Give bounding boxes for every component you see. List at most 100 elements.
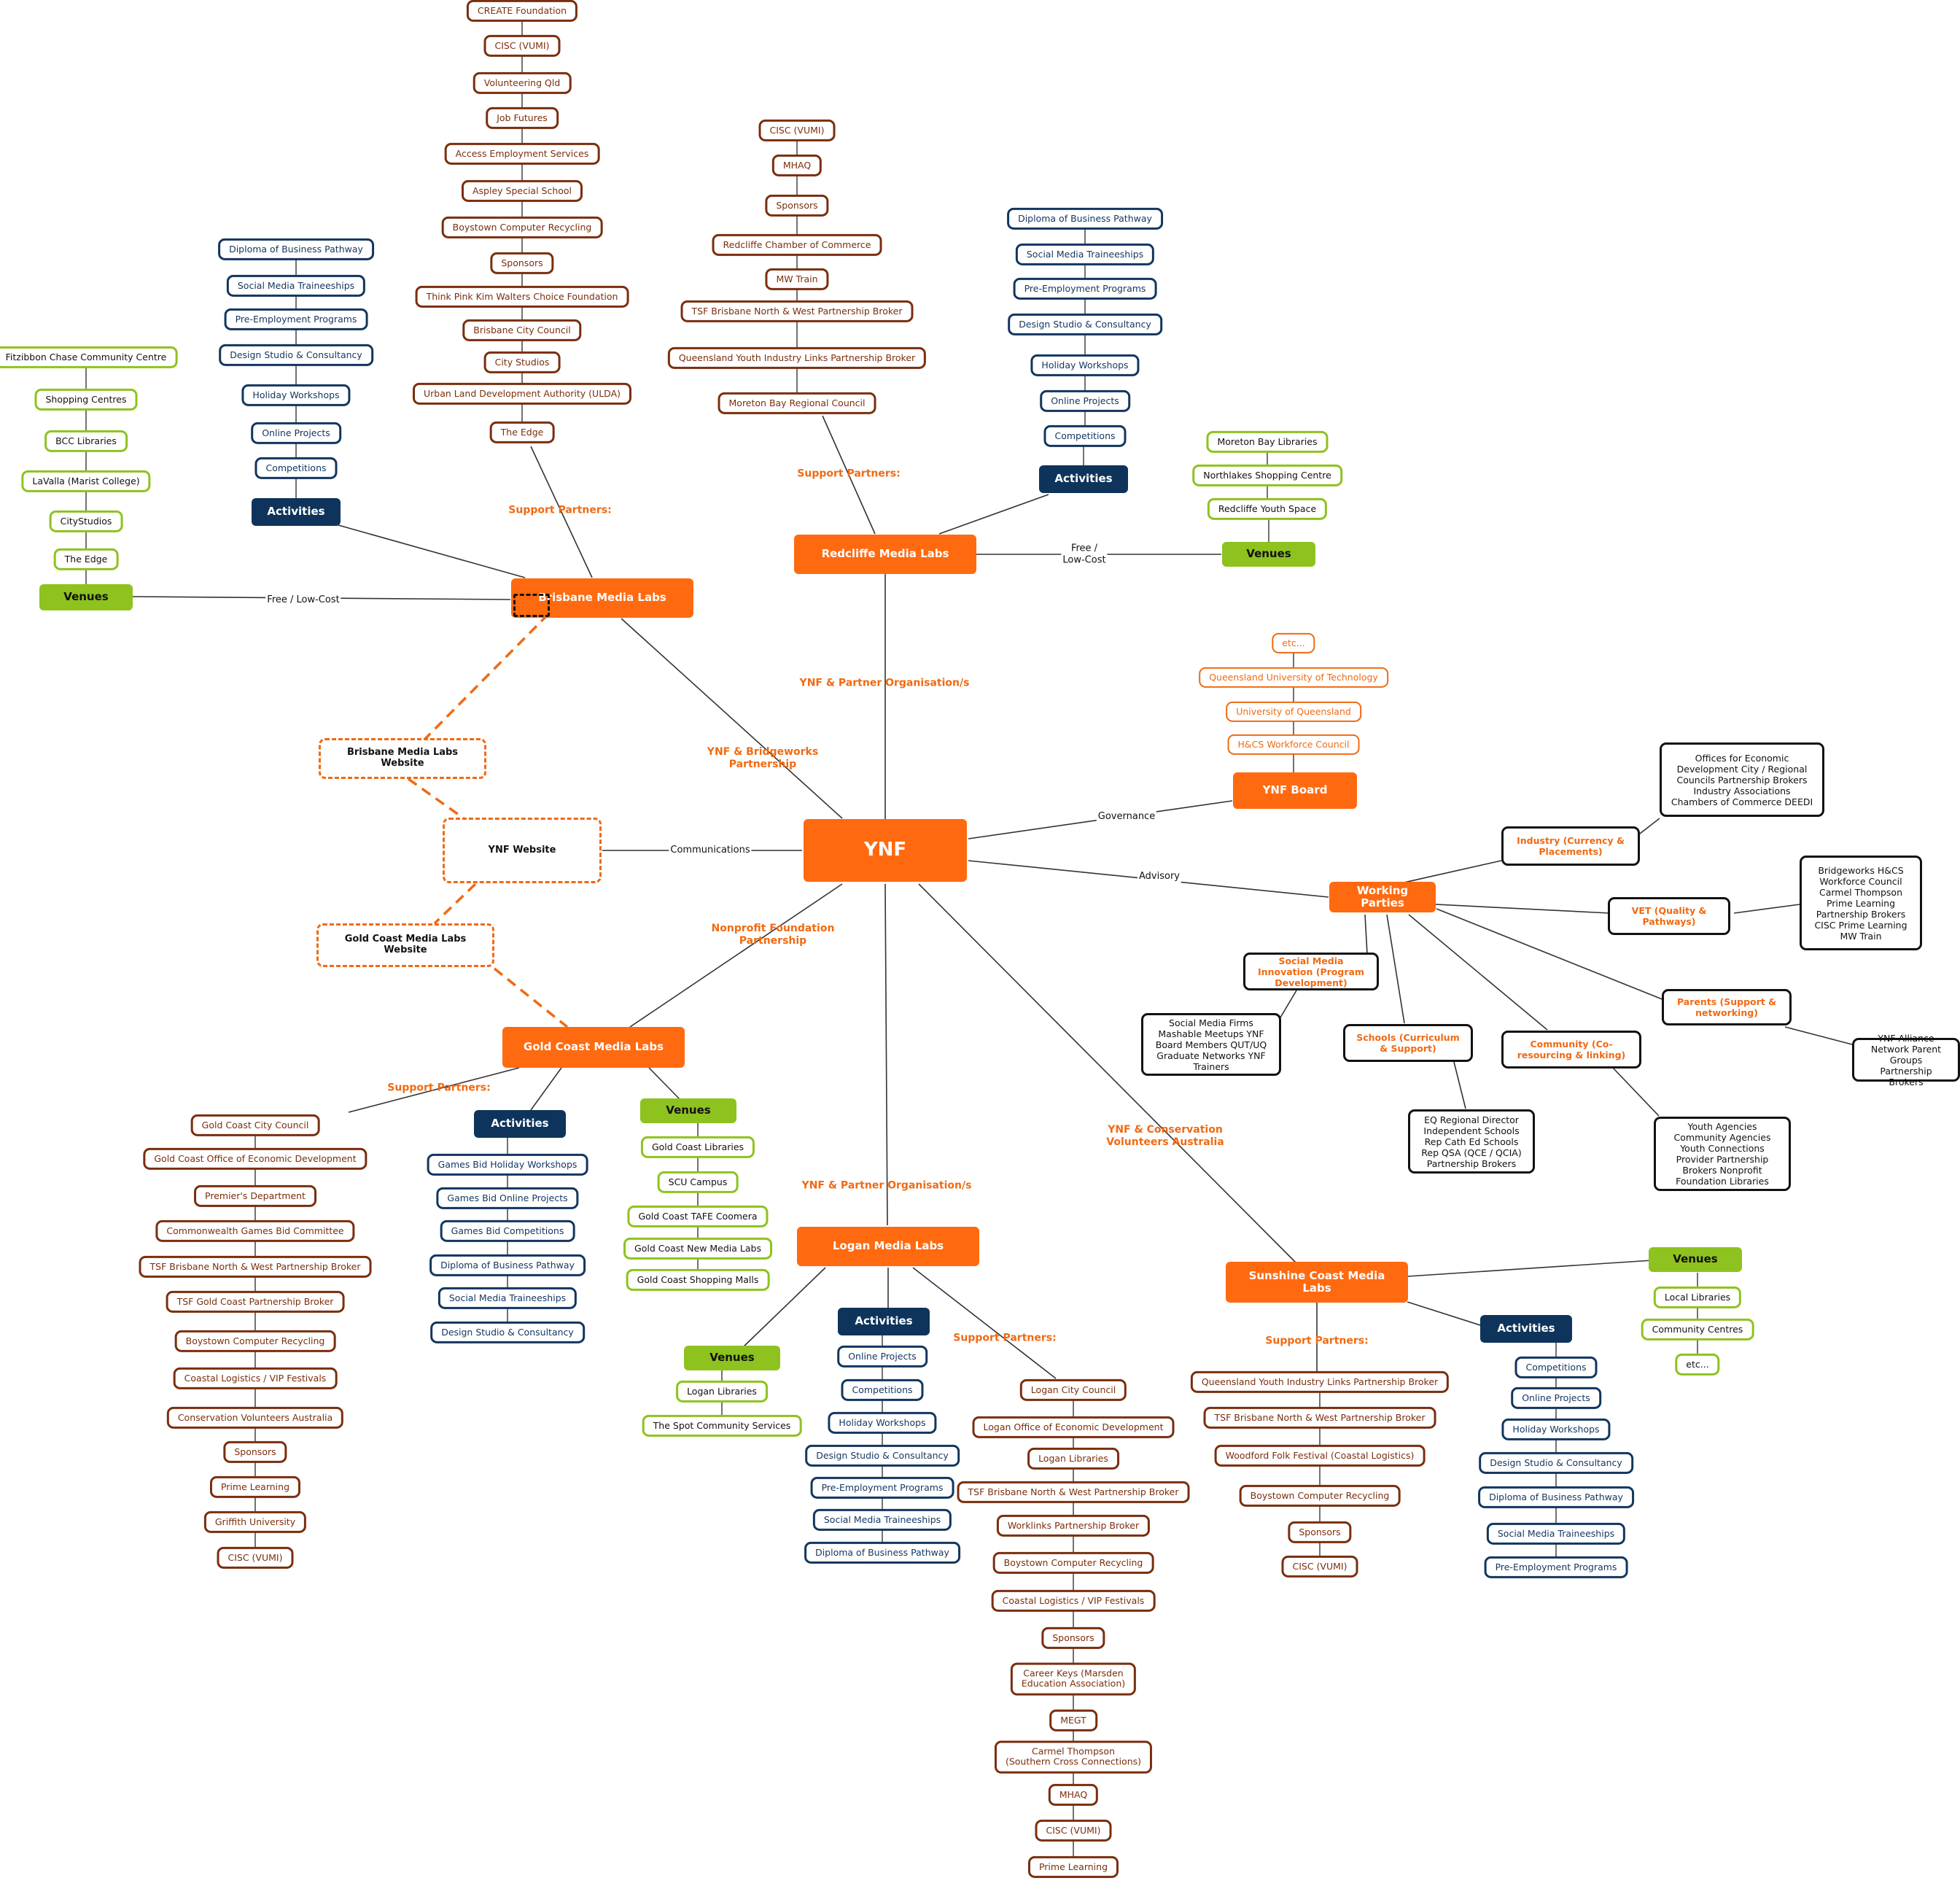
- goldcoast-venue-scu-campus[interactable]: SCU Campus: [657, 1171, 739, 1194]
- brisbane-activity-pre-employment-programs[interactable]: Pre-Employment Programs: [224, 308, 368, 331]
- brisbane-media-labs-hub[interactable]: Brisbane Media Labs: [511, 578, 693, 618]
- redcliffe-activity-pre-employment-programs[interactable]: Pre-Employment Programs: [1013, 277, 1157, 300]
- vet-working-party[interactable]: VET (Quality & Pathways): [1608, 897, 1730, 935]
- logan-activity-design-studio-and-consultancy[interactable]: Design Studio & Consultancy: [805, 1444, 960, 1467]
- brisbane-venue-citystudios[interactable]: CityStudios: [49, 510, 123, 533]
- goldcoast-activity-social-media-traineeships[interactable]: Social Media Traineeships: [438, 1287, 578, 1310]
- logan-activity-holiday-workshops[interactable]: Holiday Workshops: [828, 1411, 937, 1435]
- goldcoast-venues-header[interactable]: Venues: [640, 1098, 736, 1123]
- logan-partner-coastal-logistics-vip-festivals[interactable]: Coastal Logistics / VIP Festivals: [991, 1589, 1156, 1613]
- redcliffe-venue-moreton-bay-libraries[interactable]: Moreton Bay Libraries: [1206, 430, 1329, 454]
- redcliffe-activity-online-projects[interactable]: Online Projects: [1040, 389, 1130, 413]
- sunshine-venue-local-libraries[interactable]: Local Libraries: [1653, 1286, 1742, 1309]
- logan-media-labs-hub[interactable]: Logan Media Labs: [797, 1227, 979, 1266]
- logan-partner-prime-learning[interactable]: Prime Learning: [1027, 1855, 1119, 1879]
- redcliffe-partner-cisc-vumi[interactable]: CISC (VUMI): [758, 119, 836, 142]
- sunshine-activities-header[interactable]: Activities: [1480, 1315, 1572, 1343]
- sunshine-partner-cisc-vumi[interactable]: CISC (VUMI): [1281, 1555, 1358, 1578]
- brisbane-activity-design-studio-and-consultancy[interactable]: Design Studio & Consultancy: [219, 344, 373, 367]
- sunshine-activity-holiday-workshops[interactable]: Holiday Workshops: [1501, 1418, 1611, 1441]
- goldcoast-partner-tsf-gold-coast-partnership-broker[interactable]: TSF Gold Coast Partnership Broker: [166, 1290, 345, 1314]
- redcliffe-venue-northlakes-shopping-centre[interactable]: Northlakes Shopping Centre: [1192, 464, 1342, 487]
- redcliffe-activity-social-media-traineeships[interactable]: Social Media Traineeships: [1015, 243, 1155, 266]
- brisbane-partner-urban-land-development-authority-ulda[interactable]: Urban Land Development Authority (ULDA): [412, 382, 632, 406]
- logan-partner-mhaq[interactable]: MHAQ: [1048, 1783, 1099, 1807]
- logan-activity-social-media-traineeships[interactable]: Social Media Traineeships: [812, 1508, 952, 1532]
- goldcoast-partner-conservation-volunteers-australia[interactable]: Conservation Volunteers Australia: [166, 1406, 344, 1430]
- redcliffe-partner-mw-train[interactable]: MW Train: [765, 268, 829, 291]
- goldcoast-partner-boystown-computer-recycling[interactable]: Boystown Computer Recycling: [174, 1330, 336, 1353]
- sunshine-activity-diploma-of-business-pathway[interactable]: Diploma of Business Pathway: [1478, 1486, 1634, 1509]
- logan-partner-carmel-thompson-southern-cross-connections[interactable]: Carmel Thompson (Southern Cross Connecti…: [994, 1740, 1153, 1774]
- sunshine-partner-queensland-youth-industry-links-partnership-broker[interactable]: Queensland Youth Industry Links Partners…: [1190, 1370, 1450, 1394]
- brisbane-partner-think-pink-kim-walters-choice-foundation[interactable]: Think Pink Kim Walters Choice Foundation: [415, 285, 629, 309]
- brisbane-partner-aspley-special-school[interactable]: Aspley Special School: [461, 179, 583, 203]
- brisbane-partner-volunteering-qld[interactable]: Volunteering Qld: [472, 71, 572, 95]
- brisbane-partner-create-foundation[interactable]: CREATE Foundation: [466, 0, 578, 23]
- goldcoast-partner-gold-coast-office-of-economic-development[interactable]: Gold Coast Office of Economic Developmen…: [143, 1147, 368, 1171]
- logan-partner-logan-city-council[interactable]: Logan City Council: [1019, 1378, 1127, 1402]
- logan-partner-cisc-vumi[interactable]: CISC (VUMI): [1035, 1819, 1112, 1842]
- goldcoast-partner-coastal-logistics-vip-festivals[interactable]: Coastal Logistics / VIP Festivals: [173, 1367, 338, 1390]
- brisbane-activity-diploma-of-business-pathway[interactable]: Diploma of Business Pathway: [218, 238, 374, 261]
- industry-working-party[interactable]: Industry (Currency & Placements): [1501, 826, 1640, 866]
- logan-partner-boystown-computer-recycling[interactable]: Boystown Computer Recycling: [992, 1551, 1154, 1575]
- goldcoast-partner-tsf-brisbane-north-and-west-partnership-broker[interactable]: TSF Brisbane North & West Partnership Br…: [139, 1255, 372, 1279]
- logan-partner-logan-libraries[interactable]: Logan Libraries: [1027, 1447, 1119, 1470]
- goldcoast-partner-griffith-university[interactable]: Griffith University: [203, 1510, 307, 1534]
- goldcoast-venue-gold-coast-new-media-labs[interactable]: Gold Coast New Media Labs: [623, 1237, 772, 1260]
- brisbane-venues-header[interactable]: Venues: [39, 584, 133, 610]
- goldcoast-partner-sponsors[interactable]: Sponsors: [223, 1440, 287, 1464]
- brisbane-venue-the-edge[interactable]: The Edge: [53, 548, 119, 571]
- sunshine-partner-tsf-brisbane-north-and-west-partnership-broker[interactable]: TSF Brisbane North & West Partnership Br…: [1203, 1406, 1436, 1430]
- redcliffe-partner-tsf-brisbane-north-and-west-partnership-broker[interactable]: TSF Brisbane North & West Partnership Br…: [680, 300, 914, 323]
- sunshine-partner-sponsors[interactable]: Sponsors: [1288, 1521, 1352, 1544]
- redcliffe-activities-header[interactable]: Activities: [1039, 465, 1128, 493]
- brisbane-activity-holiday-workshops[interactable]: Holiday Workshops: [241, 384, 351, 407]
- brisbane-media-labs-website-node[interactable]: Brisbane Media Labs Website: [319, 738, 486, 779]
- goldcoast-venue-gold-coast-shopping-malls[interactable]: Gold Coast Shopping Malls: [626, 1268, 770, 1292]
- sunshine-coast-media-labs-hub[interactable]: Sunshine Coast Media Labs: [1226, 1262, 1408, 1303]
- sunshine-activity-design-studio-and-consultancy[interactable]: Design Studio & Consultancy: [1479, 1451, 1633, 1475]
- board-member-queensland-university-of-technology[interactable]: Queensland University of Technology: [1199, 667, 1388, 689]
- redcliffe-partner-queensland-youth-industry-links-partnership-broker[interactable]: Queensland Youth Industry Links Partners…: [667, 346, 927, 370]
- goldcoast-venue-gold-coast-libraries[interactable]: Gold Coast Libraries: [640, 1136, 755, 1159]
- working-parties-hub[interactable]: Working Parties: [1329, 882, 1436, 912]
- logan-activities-header[interactable]: Activities: [838, 1308, 930, 1335]
- redcliffe-activity-diploma-of-business-pathway[interactable]: Diploma of Business Pathway: [1007, 207, 1163, 230]
- sunshine-activity-online-projects[interactable]: Online Projects: [1511, 1386, 1601, 1410]
- goldcoast-partner-commonwealth-games-bid-committee[interactable]: Commonwealth Games Bid Committee: [155, 1219, 355, 1243]
- goldcoast-activity-games-bid-holiday-workshops[interactable]: Games Bid Holiday Workshops: [427, 1153, 588, 1176]
- brisbane-partner-boystown-computer-recycling[interactable]: Boystown Computer Recycling: [441, 216, 603, 239]
- redcliffe-partner-sponsors[interactable]: Sponsors: [765, 194, 829, 217]
- logan-venues-header[interactable]: Venues: [684, 1346, 780, 1370]
- brisbane-partner-access-employment-services[interactable]: Access Employment Services: [444, 142, 600, 166]
- board-member-handcs-workforce-council[interactable]: H&CS Workforce Council: [1227, 734, 1360, 756]
- logan-activity-pre-employment-programs[interactable]: Pre-Employment Programs: [810, 1476, 954, 1500]
- goldcoast-activity-design-studio-and-consultancy[interactable]: Design Studio & Consultancy: [430, 1321, 585, 1344]
- sunshine-venue-community-centres[interactable]: Community Centres: [1641, 1318, 1754, 1341]
- ynf-board-hub[interactable]: YNF Board: [1233, 772, 1357, 809]
- goldcoast-partner-premier-s-department[interactable]: Premier's Department: [194, 1184, 316, 1208]
- logan-activity-online-projects[interactable]: Online Projects: [837, 1345, 928, 1368]
- goldcoast-activity-diploma-of-business-pathway[interactable]: Diploma of Business Pathway: [429, 1254, 586, 1277]
- logan-venue-the-spot-community-services[interactable]: The Spot Community Services: [642, 1414, 802, 1438]
- brisbane-partner-job-futures[interactable]: Job Futures: [486, 106, 559, 130]
- brisbane-activities-header[interactable]: Activities: [252, 498, 341, 526]
- community-working-party[interactable]: Community (Co-resourcing & linking): [1501, 1031, 1641, 1069]
- redcliffe-partner-mhaq[interactable]: MHAQ: [771, 154, 822, 177]
- sunshine-activity-pre-employment-programs[interactable]: Pre-Employment Programs: [1484, 1556, 1628, 1579]
- brisbane-partner-sponsors[interactable]: Sponsors: [490, 252, 554, 275]
- sunshine-partner-woodford-folk-festival-coastal-logistics[interactable]: Woodford Folk Festival (Coastal Logistic…: [1214, 1444, 1426, 1467]
- brisbane-partner-city-studios[interactable]: City Studios: [483, 351, 561, 374]
- brisbane-venue-fitzibbon-chase-community-centre[interactable]: Fitzibbon Chase Community Centre: [0, 346, 178, 369]
- logan-partner-tsf-brisbane-north-and-west-partnership-broker[interactable]: TSF Brisbane North & West Partnership Br…: [957, 1481, 1190, 1504]
- sunshine-partner-boystown-computer-recycling[interactable]: Boystown Computer Recycling: [1239, 1484, 1401, 1508]
- brisbane-activity-social-media-traineeships[interactable]: Social Media Traineeships: [226, 274, 366, 298]
- goldcoast-activity-games-bid-online-projects[interactable]: Games Bid Online Projects: [436, 1187, 579, 1210]
- redcliffe-venue-redcliffe-youth-space[interactable]: Redcliffe Youth Space: [1207, 497, 1328, 521]
- gold-coast-media-labs-hub[interactable]: Gold Coast Media Labs: [502, 1027, 685, 1068]
- logan-partner-career-keys-marsden-education-association[interactable]: Career Keys (Marsden Education Associati…: [1010, 1662, 1137, 1696]
- goldcoast-partner-prime-learning[interactable]: Prime Learning: [209, 1475, 301, 1499]
- logan-venue-logan-libraries[interactable]: Logan Libraries: [676, 1380, 768, 1403]
